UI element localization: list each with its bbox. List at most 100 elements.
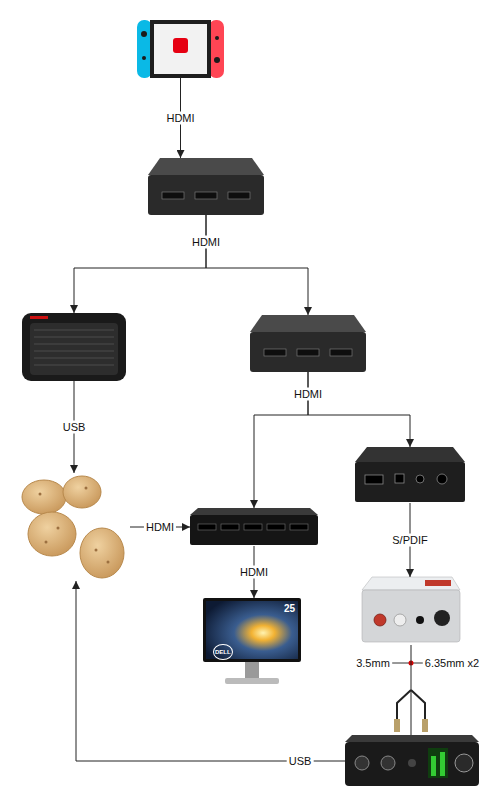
audio-extractor-part xyxy=(437,474,447,484)
game-console xyxy=(137,20,224,78)
hdmi-switch-part xyxy=(190,515,318,545)
audio-interface-part xyxy=(455,754,473,772)
capture-card xyxy=(22,313,126,381)
game-console-part xyxy=(137,20,152,78)
game-console-part xyxy=(209,20,224,78)
hdmi-splitter-part xyxy=(250,332,366,372)
dac-part xyxy=(362,590,460,642)
hdmi-switch-part xyxy=(221,524,239,530)
hdmi-switch xyxy=(190,508,318,545)
potatoes-pc-part xyxy=(22,480,66,514)
potatoes-pc-part xyxy=(80,528,124,578)
game-console-part xyxy=(150,20,211,78)
connector-arrow xyxy=(206,215,308,315)
audio-extractor xyxy=(355,447,465,502)
audio-extractor-part xyxy=(355,447,465,462)
device-text: 25 xyxy=(284,604,295,614)
audio-interface-part xyxy=(428,748,448,778)
capture-card-part xyxy=(22,313,126,381)
hdmi-splitter-part xyxy=(162,192,184,199)
game-console-part xyxy=(141,31,147,37)
audio-interface-part xyxy=(355,756,369,770)
dac-part xyxy=(362,577,460,590)
hdmi-splitter-part xyxy=(148,175,264,215)
potatoes-pc-part xyxy=(63,476,101,508)
cable-split-part xyxy=(422,719,428,732)
hdmi-splitter-part xyxy=(297,349,319,356)
dac xyxy=(362,577,460,645)
audio-interface-part xyxy=(408,759,416,767)
dac-part xyxy=(425,580,451,586)
signal-label: HDMI xyxy=(164,112,196,125)
monitor-part xyxy=(225,678,279,684)
potatoes-pc-part xyxy=(39,493,42,496)
device-text: DELL xyxy=(213,644,233,660)
game-console-part xyxy=(215,36,219,40)
hdmi-splitter xyxy=(250,315,366,372)
capture-card-part xyxy=(34,330,114,365)
cable-split xyxy=(390,661,432,733)
capture-card-part xyxy=(30,323,118,375)
audio-interface xyxy=(345,735,479,787)
pc-node xyxy=(22,473,130,581)
audio-extractor xyxy=(355,447,465,503)
cable-split-part xyxy=(411,690,425,722)
game-console-part xyxy=(173,38,188,53)
audio-interface-part xyxy=(431,756,436,776)
hdmi-splitter-part xyxy=(195,192,217,199)
hdmi-splitter-part xyxy=(148,158,264,175)
hdmi-splitter-part xyxy=(330,349,352,356)
cable-label: 6.35mm x2 xyxy=(423,657,481,670)
monitor-part xyxy=(203,598,301,662)
hdmi-switch-part xyxy=(198,524,216,530)
hdmi-switch-part xyxy=(267,524,285,530)
potatoes-pc-part xyxy=(28,512,76,556)
audio-extractor-part xyxy=(416,475,424,483)
cable-split-part xyxy=(409,661,414,666)
potatoes-pc-part xyxy=(107,561,110,564)
capture-card-part xyxy=(30,316,48,319)
monitor: 25DELL xyxy=(203,598,301,686)
dac xyxy=(362,577,460,642)
capture-card xyxy=(22,313,126,381)
hdmi-switch xyxy=(190,508,318,546)
signal-label: 3.5mm xyxy=(354,657,392,670)
dac-part xyxy=(434,610,450,626)
hdmi-splitter-part xyxy=(250,315,366,332)
signal-label: HDMI xyxy=(238,566,270,579)
hdmi-splitter-part xyxy=(228,192,250,199)
potatoes-pc-part xyxy=(45,541,48,544)
game-console xyxy=(137,20,224,78)
dac-part xyxy=(374,614,386,626)
signal-label: S/PDIF xyxy=(390,534,429,547)
audio-interface-part xyxy=(345,735,479,742)
audio-interface-part xyxy=(345,742,479,786)
potatoes-pc-part xyxy=(57,527,60,530)
dac-part xyxy=(394,614,406,626)
game-console-part xyxy=(214,57,220,63)
hdmi-switch-part xyxy=(290,524,308,530)
hdmi-splitter-part xyxy=(264,349,286,356)
potatoes-pc-part xyxy=(95,549,98,552)
potatoes-pc xyxy=(22,476,124,578)
audio-extractor-part xyxy=(355,462,465,502)
connector-arrow xyxy=(76,581,345,761)
monitor-part xyxy=(206,601,298,659)
hdmi-switch-part xyxy=(244,524,262,530)
audio-extractor-part xyxy=(365,475,383,484)
audio-interface-part xyxy=(440,752,445,776)
signal-label: HDMI xyxy=(190,235,222,248)
signal-label: USB xyxy=(61,421,88,434)
signal-label: USB xyxy=(287,755,314,768)
connector-arrow xyxy=(308,372,410,447)
connector-arrow xyxy=(411,645,412,735)
signal-label: HDMI xyxy=(292,387,324,400)
game-console-part xyxy=(142,56,146,60)
hdmi-switch-part xyxy=(190,508,318,515)
potatoes-pc-part xyxy=(85,487,88,490)
hdmi-splitter xyxy=(148,158,264,215)
game-console-part xyxy=(154,24,207,74)
monitor-part xyxy=(245,662,259,678)
signal-label: HDMI xyxy=(144,521,176,534)
